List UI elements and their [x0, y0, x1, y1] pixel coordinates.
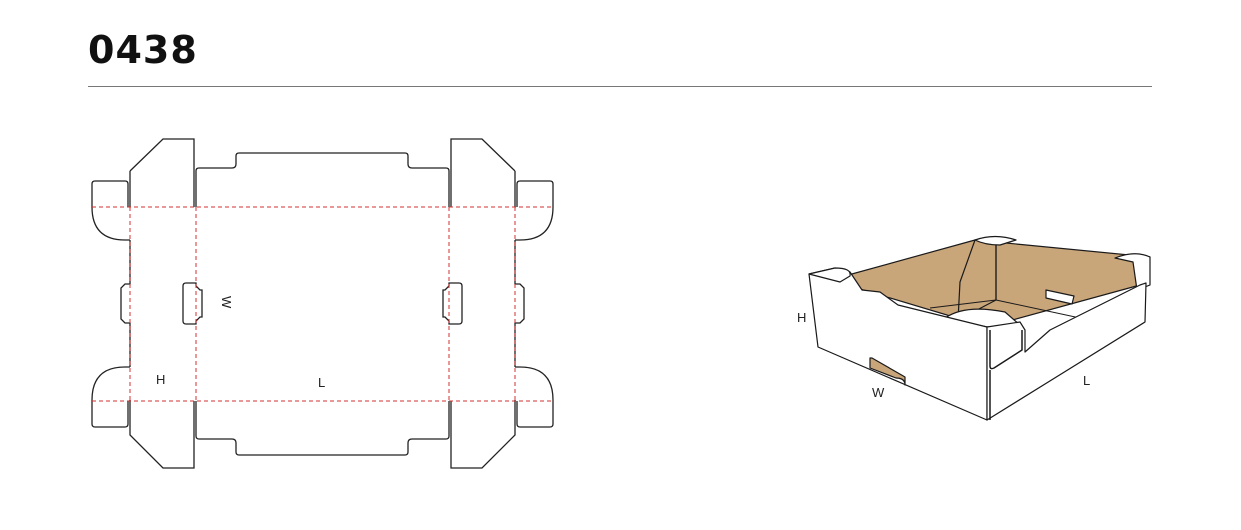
- model-number-title: 0438: [88, 28, 198, 72]
- box-right-face: [986, 282, 1147, 421]
- back-handle: [1045, 289, 1075, 305]
- bottom-flap-cut: [195, 401, 450, 456]
- dieline-length-label: L: [318, 375, 325, 390]
- front-handle-cutout: [869, 357, 906, 386]
- left-side-panel: [91, 138, 203, 469]
- box-height-label: H: [797, 310, 806, 325]
- crease-lines: [92, 206, 553, 402]
- dieline-height-label: H: [156, 372, 165, 387]
- box-length-label: L: [1083, 373, 1090, 388]
- corner-lock-tab: [989, 330, 1023, 370]
- dieline: W H L: [91, 138, 554, 469]
- right-side-panel: [442, 138, 554, 469]
- top-flap-cut: [195, 152, 450, 207]
- dieline-width-label: W: [219, 296, 234, 309]
- title-divider: [88, 86, 1152, 87]
- box-width-label: W: [872, 385, 885, 400]
- back-corner-ear: [974, 235, 1017, 246]
- box-3d-view: H W L: [797, 235, 1151, 421]
- left-corner-ear: [808, 267, 851, 283]
